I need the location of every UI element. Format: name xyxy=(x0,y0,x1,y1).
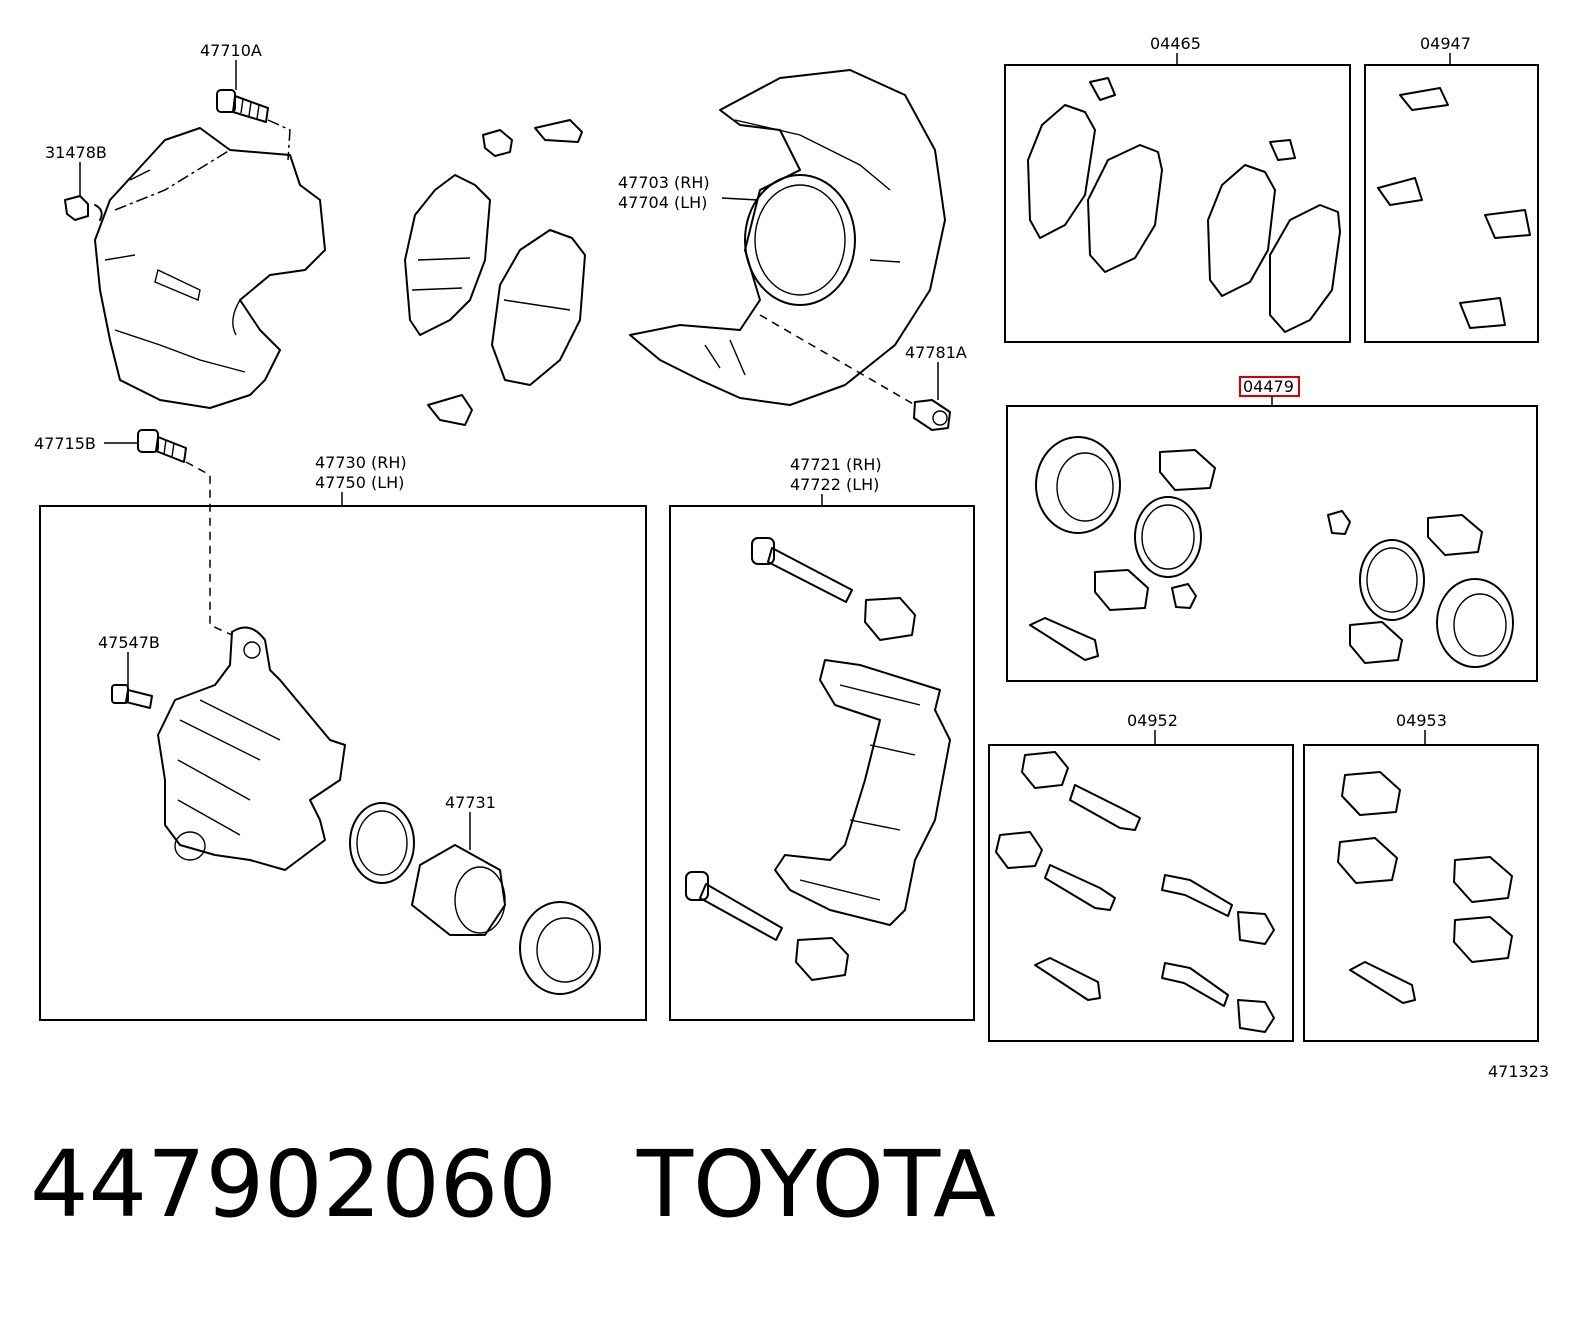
brake-pad-outer xyxy=(491,229,586,386)
label-47703: 47703 (RH) xyxy=(618,173,710,192)
pad-clip-1 xyxy=(482,129,513,157)
label-47781A: 47781A xyxy=(905,343,967,362)
pad-set-left xyxy=(1027,77,1163,273)
brake-pad-inner xyxy=(404,174,491,336)
bleeder-47547B xyxy=(111,684,153,709)
box-boot-kit-04953 xyxy=(1303,744,1539,1042)
label-47731: 47731 xyxy=(445,793,496,812)
label-04465: 04465 xyxy=(1150,34,1201,53)
slide-pin-upper xyxy=(751,537,853,603)
pad-set-right xyxy=(1207,139,1341,333)
disc-dust-shield xyxy=(629,69,946,406)
brake-caliper-parts-diagram: 47710A 31478B 47703 (RH) 47704 (LH) 4778… xyxy=(34,34,1549,1081)
seal-kit-parts xyxy=(1029,436,1514,668)
slide-pin-lower xyxy=(685,871,783,941)
pad-clip-2 xyxy=(534,119,583,143)
cap-31478B xyxy=(64,195,103,221)
box-pad-kit-04465 xyxy=(1004,64,1351,343)
pad-clip-3 xyxy=(427,394,473,426)
brand-name: TOYOTA xyxy=(636,1131,996,1238)
caliper-cylinder xyxy=(157,626,346,871)
label-47721: 47721 (RH) xyxy=(790,455,882,474)
pin-boot-lower xyxy=(795,937,849,981)
label-47722: 47722 (LH) xyxy=(790,475,879,494)
label-47715B: 47715B xyxy=(34,434,96,453)
label-04947: 04947 xyxy=(1420,34,1471,53)
label-47750: 47750 (LH) xyxy=(315,473,404,492)
highlight-04479 xyxy=(1239,376,1300,397)
piston-47731 xyxy=(411,844,506,936)
part-number: 447902060 xyxy=(30,1131,557,1238)
bolt-47781A xyxy=(913,399,951,431)
label-47730: 47730 (RH) xyxy=(315,453,407,472)
bolt-47715B xyxy=(137,429,187,463)
piston-seal xyxy=(349,802,415,884)
box-caliper-assembly xyxy=(39,505,647,1021)
label-47547B: 47547B xyxy=(98,633,160,652)
label-47710A: 47710A xyxy=(200,41,262,60)
boot-kit-parts xyxy=(1337,771,1513,1004)
label-04479: 04479 xyxy=(1243,377,1294,396)
shim-clips xyxy=(1377,87,1531,329)
box-clip-kit-04947 xyxy=(1364,64,1539,343)
pin-boot-upper xyxy=(864,597,916,641)
box-seal-kit-04479 xyxy=(1006,405,1538,682)
pin-kit-parts xyxy=(995,751,1275,1033)
bolt-47710A xyxy=(216,89,269,123)
label-31478B: 31478B xyxy=(45,143,107,162)
caliper-bracket xyxy=(774,659,951,926)
label-04953: 04953 xyxy=(1396,711,1447,730)
diagram-id: 471323 xyxy=(1488,1062,1549,1081)
box-pin-kit-04952 xyxy=(988,744,1294,1042)
label-04952: 04952 xyxy=(1127,711,1178,730)
label-47704: 47704 (LH) xyxy=(618,193,707,212)
dust-boot xyxy=(519,901,601,995)
caliper-body-upper xyxy=(94,127,326,409)
box-caliper-mounting xyxy=(669,505,975,1021)
